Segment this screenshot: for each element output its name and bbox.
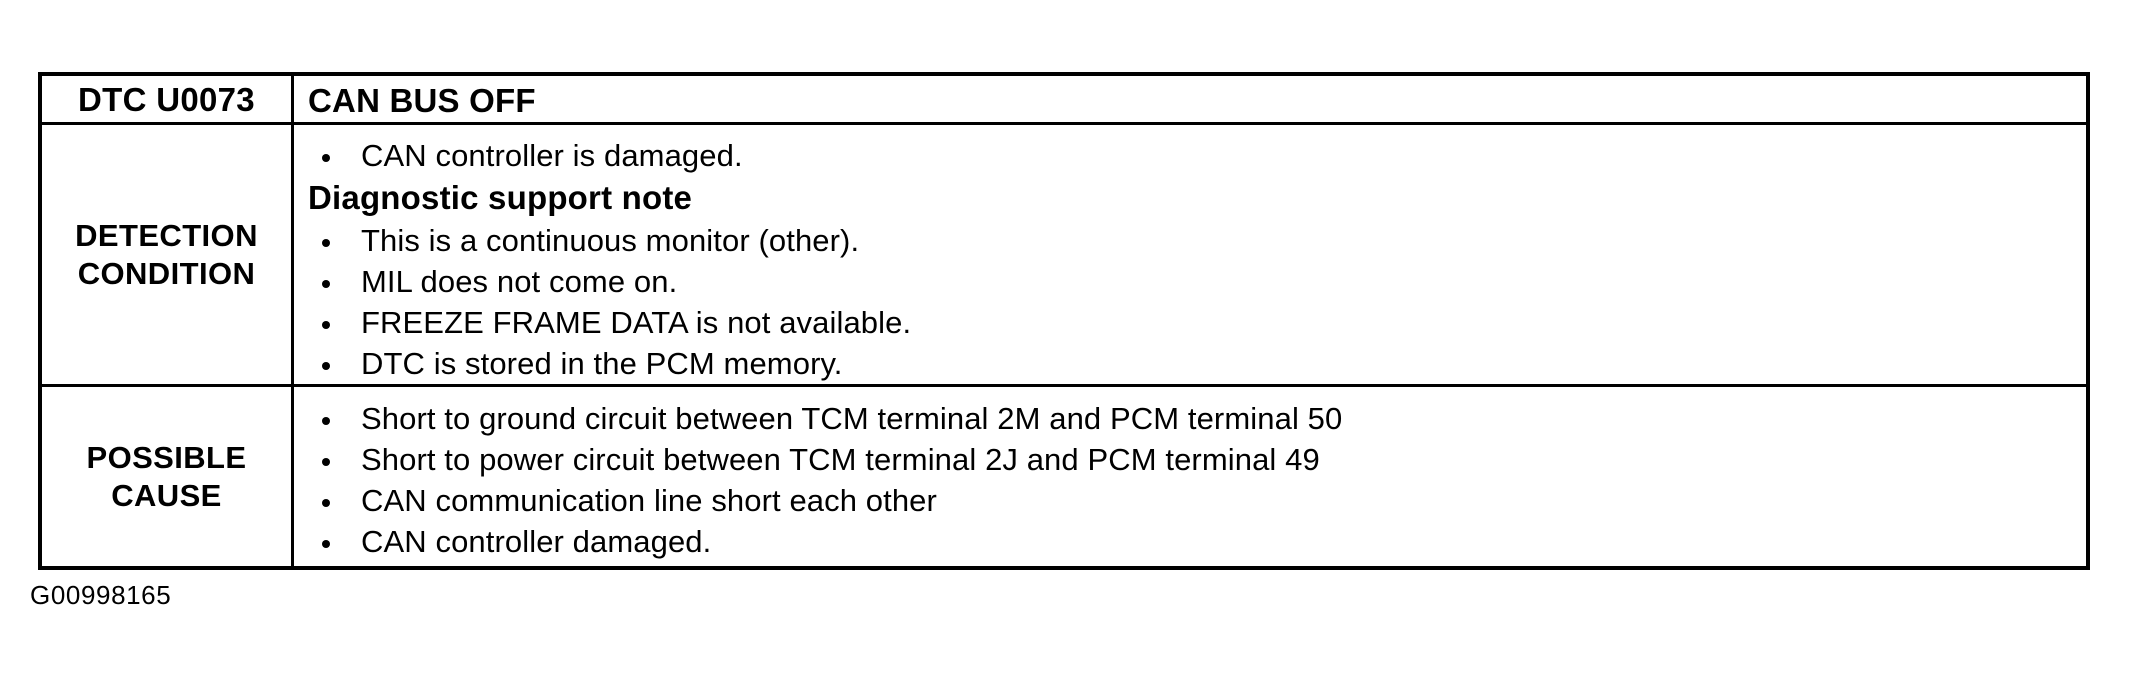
list-item: MIL does not come on. <box>308 261 2086 302</box>
figure-caption: G00998165 <box>30 580 172 610</box>
list-item: CAN communication line short each other <box>308 480 2086 521</box>
list-item: CAN controller is damaged. <box>308 135 2086 176</box>
list-item: Short to power circuit between TCM termi… <box>308 439 2086 480</box>
possible-cause-bullet-list: Short to ground circuit between TCM term… <box>308 398 2086 562</box>
possible-cause-label: POSSIBLE CAUSE <box>87 439 247 515</box>
list-item: This is a continuous monitor (other). <box>308 220 2086 261</box>
dtc-name-label: CAN BUS OFF <box>308 82 536 119</box>
detection-lead-bullet-list: CAN controller is damaged. <box>308 135 2086 176</box>
possible-cause-content-cell: Short to ground circuit between TCM term… <box>294 387 2086 566</box>
table-row-detection-condition: DETECTION CONDITION CAN controller is da… <box>42 125 2086 387</box>
detection-condition-content-cell: CAN controller is damaged. Diagnostic su… <box>294 125 2086 384</box>
table-row-header: DTC U0073 CAN BUS OFF <box>42 76 2086 125</box>
detection-condition-label-line2: CONDITION <box>77 255 256 291</box>
list-item: FREEZE FRAME DATA is not available. <box>308 302 2086 343</box>
list-item: DTC is stored in the PCM memory. <box>308 343 2086 384</box>
detection-condition-label-line1: DETECTION <box>75 217 258 253</box>
detection-condition-label-cell: DETECTION CONDITION <box>42 125 294 384</box>
detection-condition-label: DETECTION CONDITION <box>75 217 258 293</box>
dtc-code-label: DTC U0073 <box>78 80 255 118</box>
detection-bullet-list: This is a continuous monitor (other). MI… <box>308 220 2086 384</box>
list-item: Short to ground circuit between TCM term… <box>308 398 2086 439</box>
table-row-possible-cause: POSSIBLE CAUSE Short to ground circuit b… <box>42 387 2086 566</box>
dtc-code-cell: DTC U0073 <box>42 76 294 122</box>
possible-cause-label-line1: POSSIBLE <box>86 439 247 475</box>
diagnostic-support-note-heading: Diagnostic support note <box>308 179 693 216</box>
possible-cause-label-cell: POSSIBLE CAUSE <box>42 387 294 566</box>
dtc-name-cell: CAN BUS OFF <box>294 76 2086 122</box>
list-item: CAN controller damaged. <box>308 521 2086 562</box>
possible-cause-label-line2: CAUSE <box>111 477 222 513</box>
dtc-table: DTC U0073 CAN BUS OFF DETECTION CONDITIO… <box>38 72 2090 570</box>
